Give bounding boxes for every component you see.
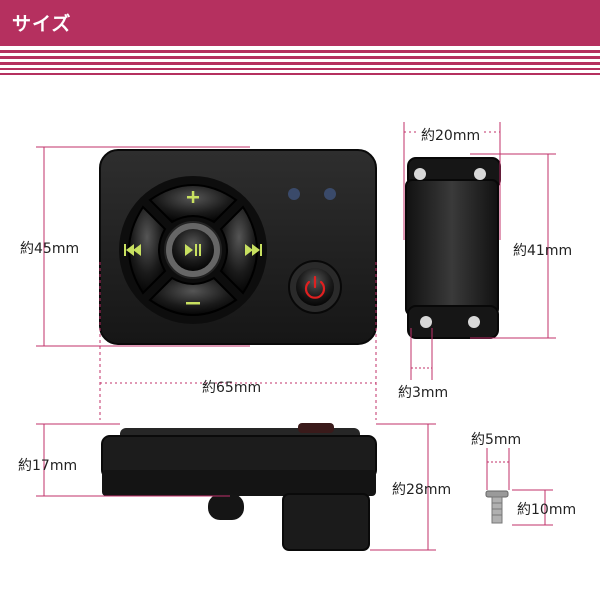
dimension-lines xyxy=(36,122,556,551)
dimension-label-screw-length: 約10mm xyxy=(517,502,577,518)
dimension-label-screw-diameter: 約5mm xyxy=(471,432,522,448)
volume-down-button[interactable] xyxy=(148,276,238,316)
dimension-label-bracket-thickness: 約3mm xyxy=(398,385,449,401)
dimension-label-total-depth: 約28mm xyxy=(392,482,452,498)
previous-track-icon xyxy=(124,244,141,256)
dimension-label-bracket-width: 約20mm xyxy=(419,125,483,145)
led-indicator xyxy=(324,188,336,200)
power-icon xyxy=(304,275,326,299)
plus-icon xyxy=(187,191,199,203)
volume-up-button[interactable] xyxy=(148,184,238,224)
header-bar: サイズ xyxy=(0,0,600,46)
screw xyxy=(485,490,509,524)
mounting-bracket xyxy=(405,157,501,339)
previous-track-button[interactable] xyxy=(128,205,167,295)
device-side-view xyxy=(101,423,377,551)
screw-hole xyxy=(420,316,432,328)
page-title: サイズ xyxy=(12,13,72,35)
header-stripe xyxy=(0,68,600,70)
minus-icon xyxy=(186,302,200,305)
screw-hole xyxy=(414,168,426,180)
dimension-label-width: 約65mm xyxy=(202,380,262,396)
next-track-button[interactable] xyxy=(219,205,258,295)
header-stripe xyxy=(0,62,600,65)
header-stripe xyxy=(0,73,600,75)
screw-hole xyxy=(468,316,480,328)
dimension-label-bracket-height: 約41mm xyxy=(513,243,573,259)
device-front-view xyxy=(99,149,377,345)
dimension-label-height: 約45mm xyxy=(20,241,80,257)
play-pause-icon xyxy=(185,244,201,256)
led-indicator xyxy=(288,188,300,200)
header-stripe xyxy=(0,56,600,59)
header-stripe xyxy=(0,50,600,53)
next-track-icon xyxy=(245,244,262,256)
dimension-label-body-depth: 約17mm xyxy=(18,458,78,474)
screw-hole xyxy=(474,168,486,180)
